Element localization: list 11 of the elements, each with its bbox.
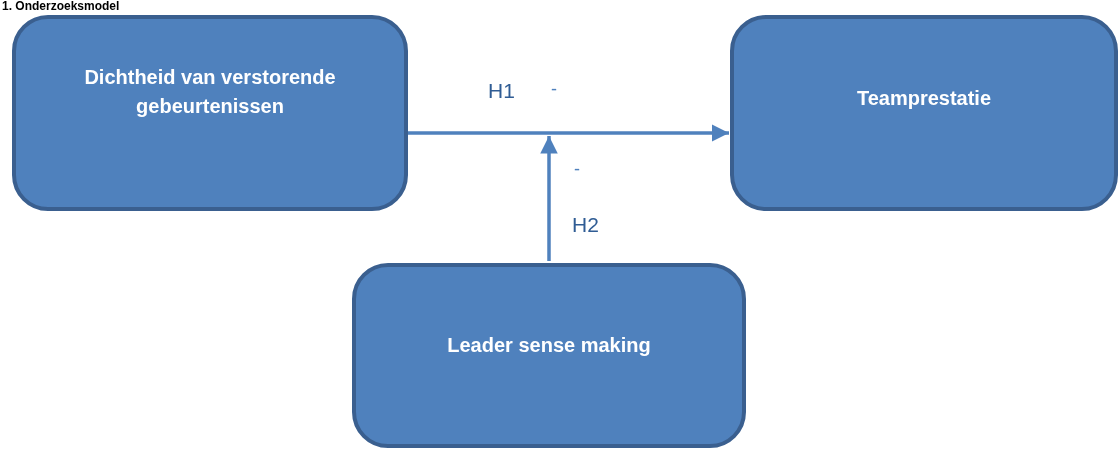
- arrow: [408, 124, 729, 142]
- box-label: Teamprestatie: [855, 86, 993, 111]
- box-label: Dichtheid van verstorende gebeurtenissen: [83, 65, 337, 119]
- minus-sign: -: [574, 160, 580, 178]
- rounded-box: [730, 15, 1118, 211]
- rounded-box: [352, 263, 746, 448]
- diagram-title: 1. Onderzoeksmodel: [2, 0, 120, 13]
- rounded-box: [12, 15, 408, 211]
- arrow: [540, 136, 558, 261]
- box-label: Leader sense making: [446, 333, 652, 358]
- minus-sign: -: [551, 80, 557, 98]
